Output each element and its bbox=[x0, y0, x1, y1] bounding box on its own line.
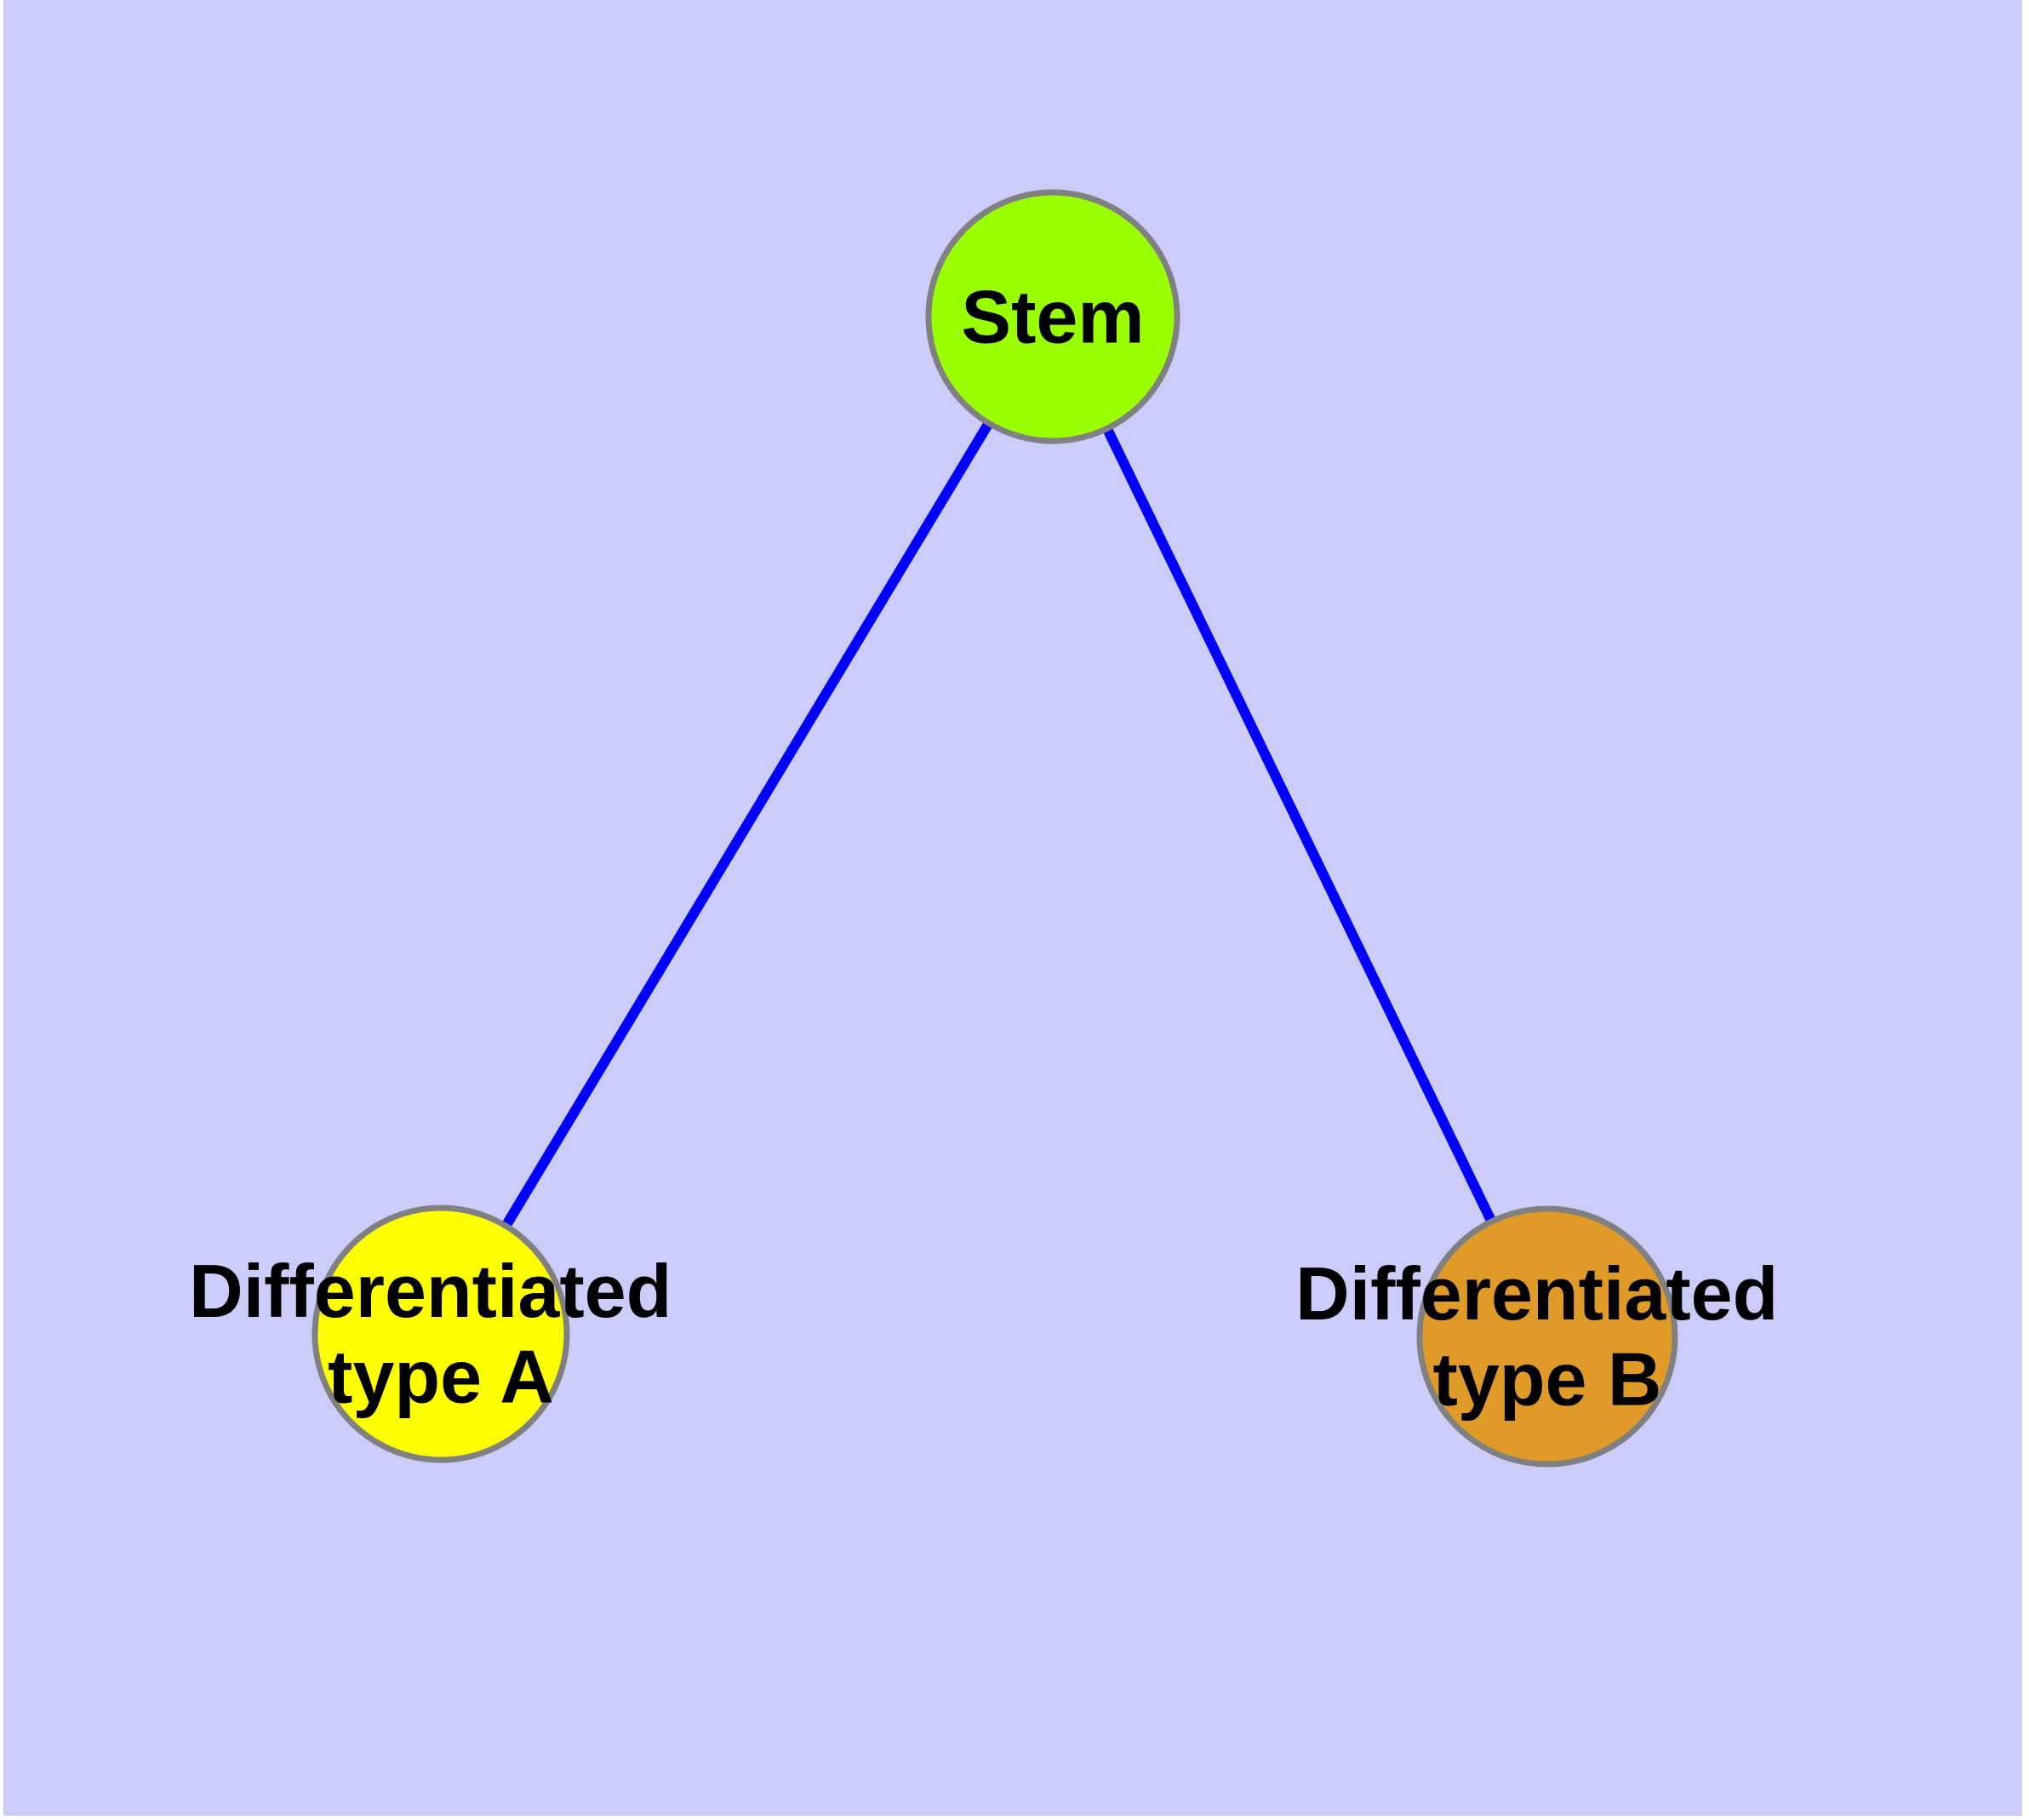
label-layer: Stem Differentiated type A Differentiate… bbox=[189, 275, 1799, 1422]
node-stem-label: Stem bbox=[961, 275, 1144, 359]
edge-stem-to-differentiated-type-a[interactable] bbox=[436, 313, 1058, 1337]
node-stem-label-line-1: Stem bbox=[961, 275, 1144, 359]
node-differentiated-type-a-label-line-1: Differentiated bbox=[189, 1249, 672, 1333]
node-differentiated-type-b-circle[interactable] bbox=[1416, 1205, 1678, 1468]
node-differentiated-type-a-label: Differentiated type A bbox=[189, 1243, 693, 1419]
node-differentiated-type-b-label-line-1: Differentiated bbox=[1295, 1251, 1778, 1336]
edge-stem-to-differentiated-type-b[interactable] bbox=[1048, 314, 1552, 1339]
node-layer bbox=[311, 189, 1678, 1468]
node-differentiated-type-a-label-line-2: type A bbox=[328, 1335, 554, 1419]
node-differentiated-type-b-label: Differentiated type B bbox=[1295, 1245, 1799, 1422]
node-stem-circle[interactable] bbox=[925, 189, 1180, 444]
node-differentiated-type-a-circle[interactable] bbox=[311, 1205, 570, 1463]
edge-layer bbox=[436, 313, 1552, 1339]
node-differentiated-type-b-label-line-2: type B bbox=[1433, 1337, 1662, 1422]
